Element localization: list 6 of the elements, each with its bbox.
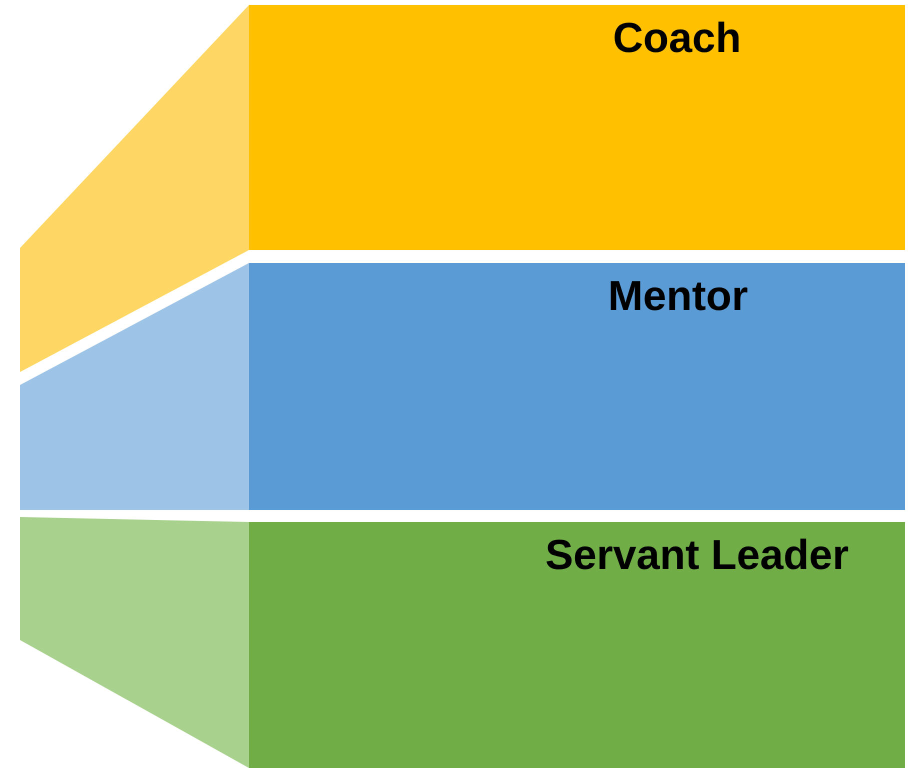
- layer-band: [249, 5, 905, 250]
- layer-title: Coach: [612, 17, 742, 59]
- layer-band: [249, 263, 905, 510]
- layer-title: Servant Leader: [545, 534, 849, 576]
- layer-title: Mentor: [608, 275, 748, 317]
- layer-band: [249, 522, 905, 768]
